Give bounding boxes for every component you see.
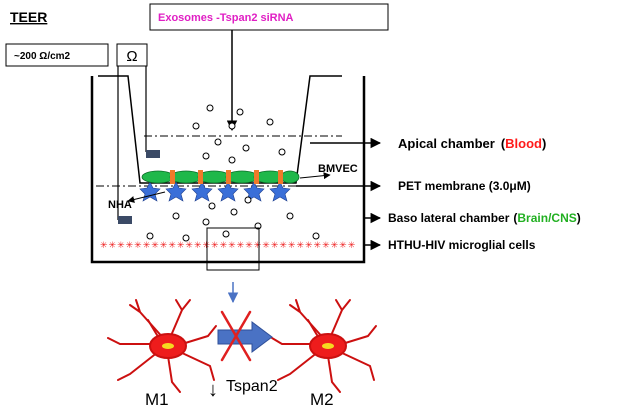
pericyte-layer [170,170,283,184]
baso-label: Baso lateral chamber(Brain/CNS) [388,211,581,225]
m1-label: M1 [145,390,169,409]
basal-electrode [118,216,132,224]
svg-text:✳✳✳✳✳✳✳✳✳✳✳✳✳✳✳✳✳✳✳✳✳✳✳✳✳✳✳✳✳✳: ✳✳✳✳✳✳✳✳✳✳✳✳✳✳✳✳✳✳✳✳✳✳✳✳✳✳✳✳✳✳ [100,240,356,250]
nha-label: NHA [108,199,132,211]
ohm-symbol: Ω [126,48,137,65]
transwell-insert [98,75,342,184]
bmvec-arrow [299,172,331,180]
m2-label: M2 [310,390,334,409]
tspan2-label: Tspan2 [226,378,278,395]
apical-label: Apical chamber(Blood) [398,136,546,151]
treatment-box [149,3,389,31]
astrocyte-layer [139,181,291,202]
treatment-label: Exosomes -Tspan2 siRNA [158,12,294,24]
bmvec-label: BMVEC [318,163,358,175]
zoom-box [206,227,260,271]
apical-electrode [146,150,160,158]
teer-title: TEER [10,9,47,25]
m2-microglia-cell [271,299,377,393]
transition-arrow-icon [217,321,273,353]
down-arrow-icon: ↓ [208,379,218,401]
outer-well [90,76,366,264]
blocked-cross-icon [220,310,252,362]
nha-arrow [127,191,166,203]
m1-microglia-cell [107,299,217,393]
endothelial-layer [141,170,300,184]
exosome-particles [146,104,320,242]
microglia-label: HTHU-HIV microglial cells [388,238,536,252]
pet-label: PET membrane (3.0μM) [398,179,531,193]
ohm-meter-icon [116,43,148,67]
microglia-layer: ✳✳✳✳✳✳✳✳✳✳✳✳✳✳✳✳✳✳✳✳✳✳✳✳✳✳✳✳✳✳ [100,240,356,250]
teer-value-box [5,43,109,67]
teer-value: ~200 Ω/cm2 [14,51,71,62]
